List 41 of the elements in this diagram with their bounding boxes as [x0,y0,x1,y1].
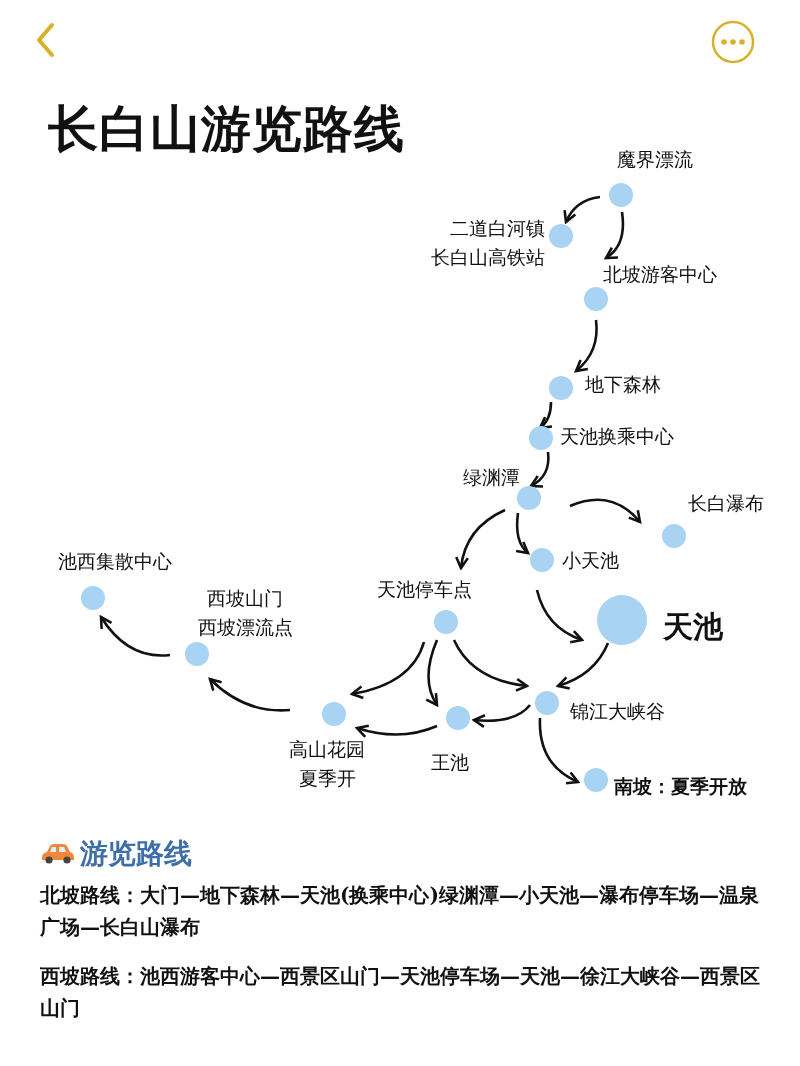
place-name: 南坡：夏季开放 [614,774,747,798]
place-name: 魔界漂流 [617,147,693,171]
place-name: 长白山高铁站 [431,245,545,269]
section-heading: 游览路线 [80,836,192,872]
arrow [99,615,171,657]
arrow [574,319,598,373]
title: 长白山游览路线 [48,99,405,160]
place-name: 王池 [431,750,469,774]
place-name: 西坡漂流点 [197,615,293,639]
arrow [556,642,610,690]
place-name: 二道白河镇 [450,216,545,240]
route-description: 西坡路线：池西游客中心—西景区山门—天池停车场—天池—徐江大峡谷—西景区山门 [40,963,761,1022]
arrow [538,718,580,785]
place-name: 长白瀑布 [688,491,764,515]
arrow [569,498,642,524]
place-name: 高山花园 [289,737,365,761]
place-name: 西坡山门 [207,586,283,610]
arrow [535,589,584,644]
arrow [208,677,291,712]
place-name: 绿渊潭 [463,465,520,489]
place-name: 天池 [663,609,723,645]
place-name: 小天池 [562,548,619,572]
arrow [529,451,550,488]
place-name: 地下森林 [585,372,661,396]
place-name: 夏季开 [298,766,356,790]
place-name: 天池换乘中心 [560,424,674,448]
place-name: 北坡游客中心 [603,262,717,286]
arrow [355,724,438,738]
arrow [515,512,530,555]
arrow [455,508,506,570]
place-name: 锦江大峡谷 [570,699,665,723]
arrow [604,211,625,260]
place-name: 池西集散中心 [58,549,172,573]
arrow [538,401,554,430]
arrow [452,639,529,692]
arrow [425,639,439,707]
arrow [472,704,531,728]
arrow [563,195,601,224]
place-name: 天池停车点 [376,577,472,601]
route-description: 北坡路线：大门—地下森林—天池(换乘中心)绿渊潭—小天池—瀑布停车场—温泉广场—长白山瀑布 [40,882,760,941]
arrow [350,641,426,699]
